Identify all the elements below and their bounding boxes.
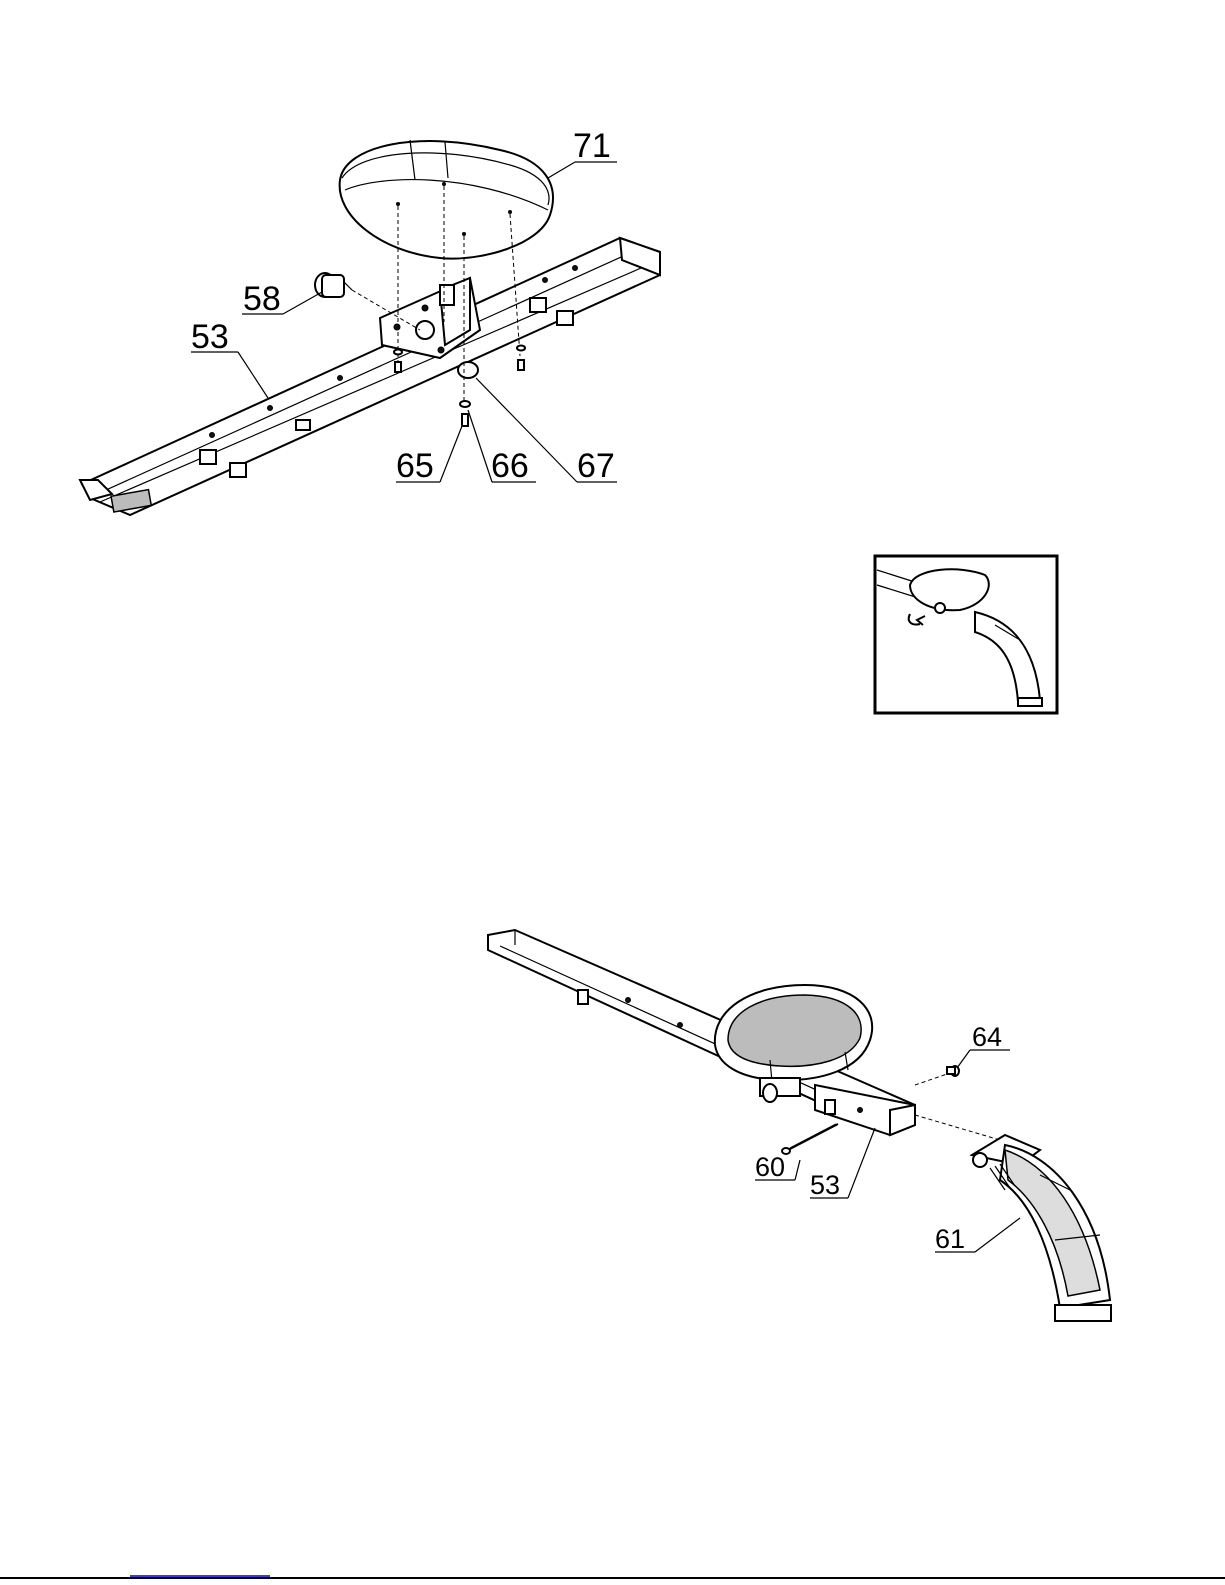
callout-64: 64 [972, 1022, 1002, 1052]
bolt-60 [782, 1124, 838, 1154]
callout-66: 66 [491, 447, 529, 485]
washer-66 [460, 401, 470, 407]
callout-53-bottom: 53 [810, 1170, 840, 1200]
callout-67: 67 [577, 447, 615, 485]
footer-link-underline [130, 1575, 270, 1577]
callout-61: 61 [935, 1224, 965, 1254]
rail-53-top [80, 238, 660, 515]
callout-71: 71 [573, 127, 611, 165]
footer-rule [0, 1577, 1225, 1579]
top-figure: 71 58 53 65 66 67 [80, 127, 660, 515]
bottom-figure: 64 60 53 61 [488, 930, 1111, 1321]
inset-detail [875, 556, 1057, 713]
rear-stop-61 [972, 1135, 1111, 1321]
seat-71-top [340, 140, 553, 259]
callout-53-top: 53 [191, 318, 229, 356]
bolt-65 [462, 414, 468, 426]
callout-65: 65 [396, 447, 434, 485]
callout-60: 60 [755, 1152, 785, 1182]
callout-58: 58 [243, 280, 281, 318]
